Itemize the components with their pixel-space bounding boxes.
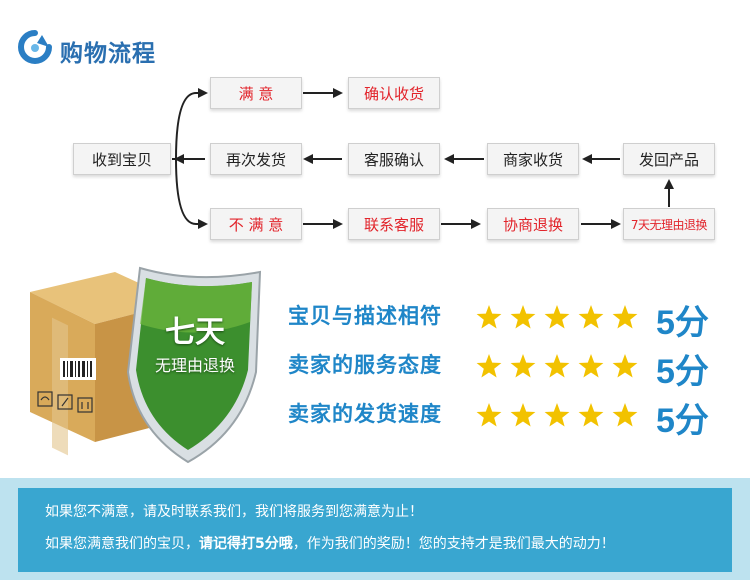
rating-stars-shipping (476, 403, 638, 427)
footer-panel: 如果您不满意，请及时联系我们，我们将服务到您满意为止！ 如果您满意我们的宝贝，请… (18, 488, 732, 572)
star-icon (578, 403, 604, 427)
logo-swirl-icon (18, 30, 52, 64)
rating-label-service: 卖家的服务态度 (288, 353, 442, 377)
footer-line-1: 如果您不满意，请及时联系我们，我们将服务到您满意为止！ (45, 504, 423, 520)
footer-line-2-pre: 如果您满意我们的宝贝， (45, 536, 199, 552)
flow-box-satisfied: 满 意 (210, 77, 302, 109)
footer-line-2: 如果您满意我们的宝贝，请记得打5分哦，作为我们的奖励！您的支持才是我们最大的动力… (45, 533, 615, 553)
rating-label-description: 宝贝与描述相符 (288, 304, 442, 328)
star-icon (578, 354, 604, 378)
star-icon (476, 354, 502, 378)
star-icon (612, 403, 638, 427)
star-icon (476, 305, 502, 329)
flow-box-received: 收到宝贝 (73, 143, 171, 175)
footer-line-2-bold: 请记得打5分哦 (199, 536, 293, 552)
rating-stars-service (476, 354, 638, 378)
flow-box-unsatisfied: 不 满 意 (210, 208, 302, 240)
star-icon (544, 354, 570, 378)
rating-score-description: 5分 (656, 304, 709, 342)
flow-box-resend: 再次发货 (210, 143, 302, 175)
flow-arrows (172, 88, 674, 229)
flow-box-cs-confirm: 客服确认 (348, 143, 440, 175)
rating-score-shipping: 5分 (656, 402, 709, 440)
star-icon (510, 403, 536, 427)
footer-banner: 如果您不满意，请及时联系我们，我们将服务到您满意为止！ 如果您满意我们的宝贝，请… (0, 478, 750, 580)
shield-title: 七天 (165, 315, 225, 350)
footer-line-2-post: ，作为我们的奖励！您的支持才是我们最大的动力！ (292, 536, 615, 552)
star-icon (476, 403, 502, 427)
guarantee-illustration: 七天 无理由退换 (20, 262, 270, 472)
flow-box-contact-cs: 联系客服 (348, 208, 440, 240)
flow-box-merchant-receive: 商家收货 (487, 143, 579, 175)
flow-box-return-product: 发回产品 (623, 143, 715, 175)
flow-box-negotiate: 协商退换 (487, 208, 579, 240)
star-icon (544, 403, 570, 427)
shield-subtitle: 无理由退换 (154, 356, 235, 375)
star-icon (544, 305, 570, 329)
flow-box-seven-day: 7天无理由退换 (623, 208, 715, 240)
star-icon (612, 354, 638, 378)
flow-box-confirm-receipt: 确认收货 (348, 77, 440, 109)
rating-stars-description (476, 305, 638, 329)
star-icon (612, 305, 638, 329)
star-icon (578, 305, 604, 329)
cardboard-box-icon (30, 266, 262, 464)
star-icon (510, 305, 536, 329)
page-title: 购物流程 (60, 41, 156, 67)
star-icon (510, 354, 536, 378)
rating-label-shipping: 卖家的发货速度 (288, 402, 442, 426)
rating-score-service: 5分 (656, 353, 709, 391)
